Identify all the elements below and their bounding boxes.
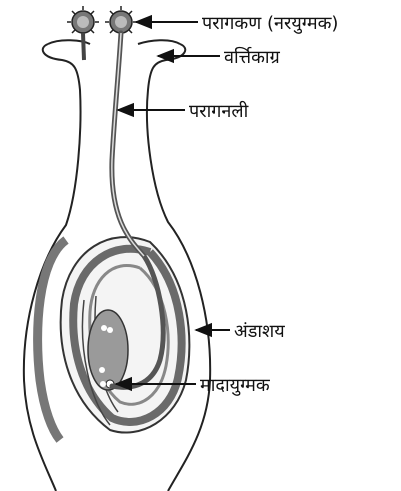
pollen-grain-label: परागकण (नरयुग्मक) (202, 13, 338, 34)
polar-nucleus (101, 325, 107, 331)
pollen-tube-stub (83, 33, 84, 60)
stigma-label: वर्त्तिकाग्र (224, 46, 281, 68)
synergid (99, 367, 105, 373)
synergid (100, 381, 106, 387)
ovary-label: अंडाशय (234, 321, 285, 342)
polar-nucleus (107, 327, 113, 333)
stigma-top (48, 40, 180, 44)
pollen-tube-label: परागनली (189, 100, 249, 122)
female-gamete-label: मादायुग्मक (200, 375, 271, 396)
embryo-sac (88, 310, 128, 390)
